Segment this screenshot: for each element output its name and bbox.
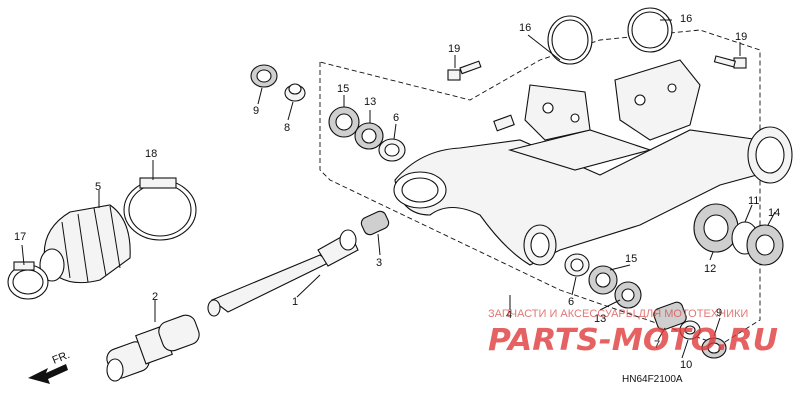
callout-9-upper: 9 (253, 105, 259, 117)
callouts: 1 2 3 4 5 6 6 7 8 9 9 10 11 12 13 13 14 … (14, 13, 780, 371)
bearing-15-lower[interactable] (588, 265, 618, 295)
callout-6-upper: 6 (393, 112, 399, 124)
callout-10: 10 (680, 359, 692, 371)
bolt-left[interactable] (447, 60, 482, 81)
boot[interactable] (39, 204, 131, 284)
callout-19-right: 19 (735, 31, 747, 43)
bearing-12[interactable] (693, 203, 739, 253)
callout-5: 5 (95, 181, 101, 193)
callout-15-lower: 15 (625, 253, 637, 265)
callout-1: 1 (292, 296, 298, 308)
collar-6-lower[interactable] (564, 253, 590, 277)
callout-13-lower: 13 (594, 313, 606, 325)
bolt-right[interactable] (713, 55, 747, 69)
watermark-brand: PARTS-MOTO.RU (488, 323, 778, 358)
bearing-13-upper[interactable] (354, 122, 384, 150)
callout-8: 8 (284, 122, 290, 134)
callout-14: 14 (768, 207, 780, 219)
callout-13-upper: 13 (364, 96, 376, 108)
collar-6-upper[interactable] (378, 138, 406, 162)
callout-12: 12 (704, 263, 716, 275)
seal-9-upper[interactable] (250, 64, 278, 88)
assembly-boundary (319, 29, 761, 346)
callout-17: 17 (14, 231, 26, 243)
callout-7: 7 (654, 339, 660, 351)
seal-14[interactable] (746, 224, 784, 266)
callout-4: 4 (506, 309, 512, 321)
washer-10[interactable] (679, 320, 701, 340)
seal-9-lower[interactable] (701, 337, 727, 359)
bearing-15-upper[interactable] (328, 106, 360, 138)
watermark-tagline: ЗАПЧАСТИ И АКСЕССУАРЫ ДЛЯ МОТОТЕХНИКИ (488, 308, 748, 320)
callout-3: 3 (376, 257, 382, 269)
callout-18: 18 (145, 148, 157, 160)
spring-3[interactable] (359, 209, 390, 236)
callout-6-lower: 6 (568, 296, 574, 308)
universal-joint[interactable] (104, 312, 202, 382)
cap-8[interactable] (284, 83, 306, 102)
spring-7[interactable] (652, 301, 688, 332)
swingarm[interactable] (393, 59, 793, 266)
callout-11: 11 (748, 195, 759, 207)
callout-9-lower: 9 (716, 307, 722, 319)
fr-label: FR. (51, 349, 72, 367)
diagram-code: HN64F2100A (622, 374, 683, 385)
callout-16-left: 16 (519, 22, 531, 34)
callout-2: 2 (152, 291, 158, 303)
callout-16-right: 16 (680, 13, 692, 25)
watermark: ЗАПЧАСТИ И АКСЕССУАРЫ ДЛЯ МОТОТЕХНИКИ PA… (488, 308, 778, 358)
front-direction-arrow: FR. (28, 349, 72, 384)
bearing-13-lower[interactable] (614, 281, 642, 309)
callout-19-left: 19 (448, 43, 460, 55)
leader-lines (21, 19, 776, 359)
clamp-17[interactable] (7, 261, 49, 300)
callout-15-upper: 15 (337, 83, 349, 95)
drive-shaft[interactable] (207, 229, 359, 317)
clamp-18[interactable] (123, 177, 197, 241)
